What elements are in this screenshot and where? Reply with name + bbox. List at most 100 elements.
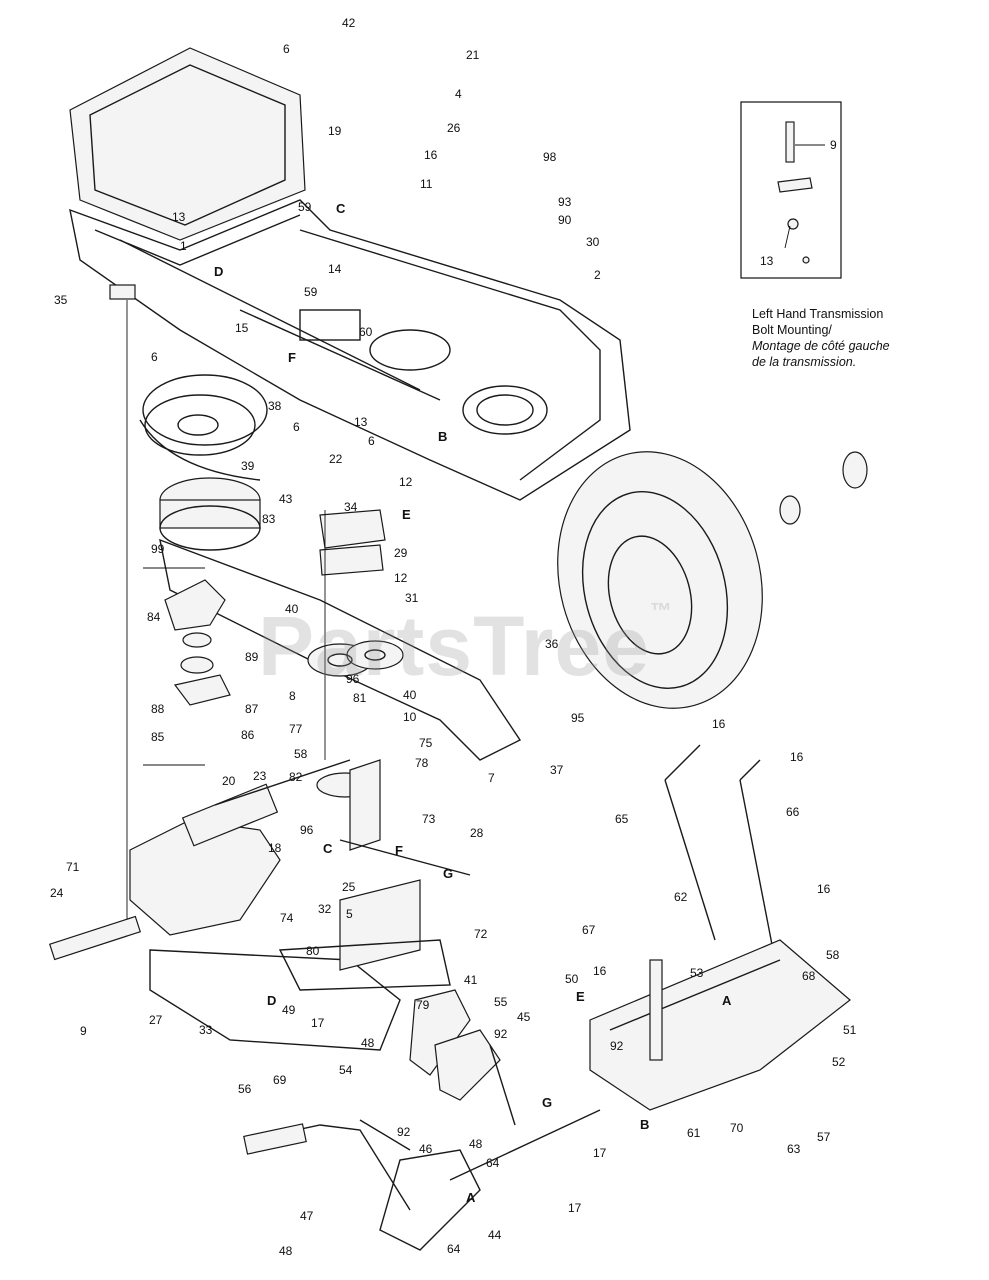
- callout-14: 14: [328, 262, 342, 276]
- ref-letter-F: F: [288, 350, 296, 365]
- callout-95: 95: [571, 711, 585, 725]
- idler-brackets: [316, 509, 386, 851]
- callout-92: 92: [397, 1125, 411, 1139]
- callout-62: 62: [674, 890, 688, 904]
- callout-17: 17: [568, 1201, 582, 1215]
- callout-9: 9: [80, 1024, 87, 1038]
- inset-box: 9 13: [740, 101, 842, 279]
- caption-fr-2: de la transmission.: [752, 355, 857, 369]
- callout-8: 8: [289, 689, 296, 703]
- callout-93: 93: [558, 195, 572, 209]
- pulleys-belts: [139, 374, 522, 761]
- callout-80: 80: [306, 944, 320, 958]
- callout-99: 99: [151, 542, 165, 556]
- callout-75: 75: [419, 736, 433, 750]
- callout-61: 61: [687, 1126, 701, 1140]
- callout-33: 33: [199, 1023, 213, 1037]
- callout-92: 92: [610, 1039, 624, 1053]
- caption-fr-1: Montage de côté gauche: [752, 339, 890, 353]
- callout-58: 58: [294, 747, 308, 761]
- callout-49: 49: [282, 1003, 296, 1017]
- callout-64: 64: [447, 1242, 461, 1256]
- callout-37: 37: [550, 763, 564, 777]
- callout-34: 34: [344, 500, 358, 514]
- callout-19: 19: [328, 124, 342, 138]
- callout-71: 71: [66, 860, 80, 874]
- callout-4: 4: [455, 87, 462, 101]
- bracket-parts: [143, 567, 231, 766]
- callout-16: 16: [712, 717, 726, 731]
- ref-letter-E: E: [576, 989, 585, 1004]
- callout-20: 20: [222, 774, 236, 788]
- callout-16: 16: [593, 964, 607, 978]
- callout-24: 24: [50, 886, 64, 900]
- callout-67: 67: [582, 923, 596, 937]
- transmission: [48, 759, 471, 1051]
- callout-90: 90: [558, 213, 572, 227]
- callout-22: 22: [329, 452, 343, 466]
- callout-6: 6: [293, 420, 300, 434]
- callout-72: 72: [474, 927, 488, 941]
- callout-5: 5: [346, 907, 353, 921]
- callout-40: 40: [285, 602, 299, 616]
- ref-letter-E: E: [402, 507, 411, 522]
- callout-12: 12: [394, 571, 408, 585]
- callout-70: 70: [730, 1121, 744, 1135]
- callout-labels: 6422142619161198939030213135145959601563…: [50, 16, 857, 1258]
- callout-59: 59: [298, 200, 312, 214]
- ref-letter-G: G: [443, 866, 453, 881]
- callout-10: 10: [403, 710, 417, 724]
- ref-letter-B: B: [438, 429, 447, 444]
- callout-55: 55: [494, 995, 508, 1009]
- callout-46: 46: [419, 1142, 433, 1156]
- callout-53: 53: [690, 966, 704, 980]
- callout-12: 12: [399, 475, 413, 489]
- callout-96: 96: [346, 672, 360, 686]
- callout-51: 51: [843, 1023, 857, 1037]
- callout-15: 15: [235, 321, 249, 335]
- callout-81: 81: [353, 691, 367, 705]
- callout-16: 16: [817, 882, 831, 896]
- callout-17: 17: [311, 1016, 325, 1030]
- callout-41: 41: [464, 973, 478, 987]
- callout-66: 66: [786, 805, 800, 819]
- ref-letter-D: D: [267, 993, 276, 1008]
- ref-letter-F: F: [395, 843, 403, 858]
- callout-7: 7: [488, 771, 495, 785]
- watermark-text: PartsTree: [258, 599, 650, 693]
- callout-68: 68: [802, 969, 816, 983]
- callout-27: 27: [149, 1013, 163, 1027]
- callout-50: 50: [565, 972, 579, 986]
- callout-56: 56: [238, 1082, 252, 1096]
- callout-57: 57: [817, 1130, 831, 1144]
- callout-26: 26: [447, 121, 461, 135]
- callout-30: 30: [586, 235, 600, 249]
- callout-74: 74: [280, 911, 294, 925]
- callout-2: 2: [594, 268, 601, 282]
- callout-98: 98: [543, 150, 557, 164]
- callout-52: 52: [832, 1055, 846, 1069]
- callout-29: 29: [394, 546, 408, 560]
- watermark-mark: ™: [649, 598, 673, 623]
- callout-48: 48: [469, 1137, 483, 1151]
- callout-89: 89: [245, 650, 259, 664]
- callout-45: 45: [517, 1010, 531, 1024]
- callout-59: 59: [304, 285, 318, 299]
- inset-label-9: 9: [830, 138, 837, 152]
- callout-96: 96: [300, 823, 314, 837]
- caption-en-1: Left Hand Transmission: [752, 307, 884, 321]
- callout-64: 64: [486, 1156, 500, 1170]
- callout-39: 39: [241, 459, 255, 473]
- ref-letter-C: C: [336, 201, 346, 216]
- callout-69: 69: [273, 1073, 287, 1087]
- callout-38: 38: [268, 399, 282, 413]
- callout-79: 79: [416, 998, 430, 1012]
- callout-21: 21: [466, 48, 480, 62]
- callout-31: 31: [405, 591, 419, 605]
- callout-13: 13: [172, 210, 186, 224]
- callout-54: 54: [339, 1063, 353, 1077]
- callout-88: 88: [151, 702, 165, 716]
- callout-6: 6: [368, 434, 375, 448]
